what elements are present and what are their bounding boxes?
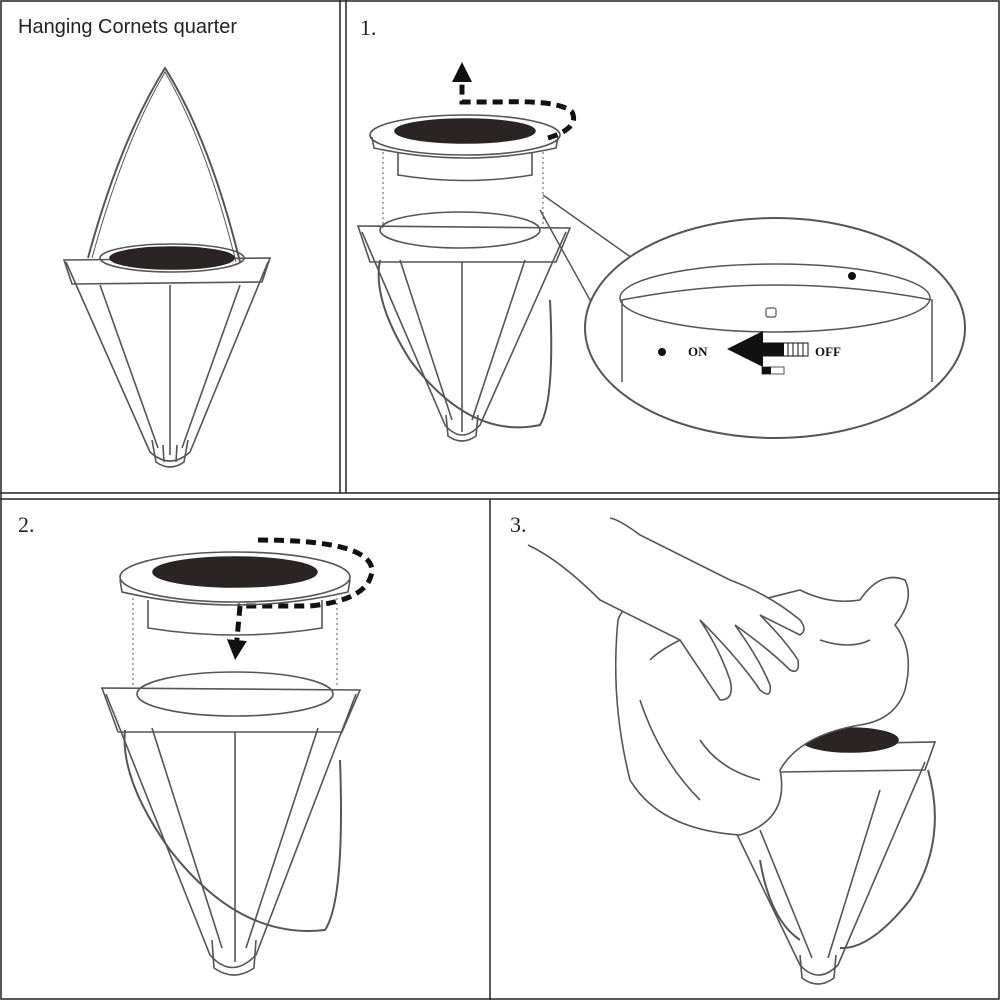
step3-number: 3. bbox=[510, 512, 527, 537]
solar-panel-icon bbox=[152, 556, 318, 588]
insert-arrow-icon bbox=[226, 537, 375, 660]
hanging-cornet-illustration bbox=[62, 66, 272, 468]
step2-panel: 2. bbox=[18, 512, 375, 976]
solar-lid-illustration bbox=[119, 551, 351, 688]
solar-lid-illustration bbox=[369, 114, 561, 228]
switch-off-label: OFF bbox=[815, 344, 841, 359]
step1-number: 1. bbox=[360, 15, 377, 40]
solar-panel-icon bbox=[109, 246, 235, 270]
slide-switch-icon bbox=[759, 342, 809, 357]
intro-panel: Hanging Cornets quarter bbox=[18, 16, 272, 468]
switch-callout: ON OFF bbox=[539, 194, 966, 439]
step1-panel: 1. bbox=[356, 15, 966, 442]
hand-icon bbox=[527, 517, 805, 701]
switch-on-label: ON bbox=[688, 344, 708, 359]
intro-title: Hanging Cornets quarter bbox=[18, 16, 237, 38]
lift-arrow-icon bbox=[452, 62, 576, 141]
cornet-body-illustration bbox=[100, 671, 362, 976]
step2-number: 2. bbox=[18, 512, 35, 537]
cornet-body-illustration bbox=[356, 211, 572, 442]
step3-panel: 3. bbox=[510, 512, 937, 985]
solar-panel-icon bbox=[394, 118, 536, 144]
